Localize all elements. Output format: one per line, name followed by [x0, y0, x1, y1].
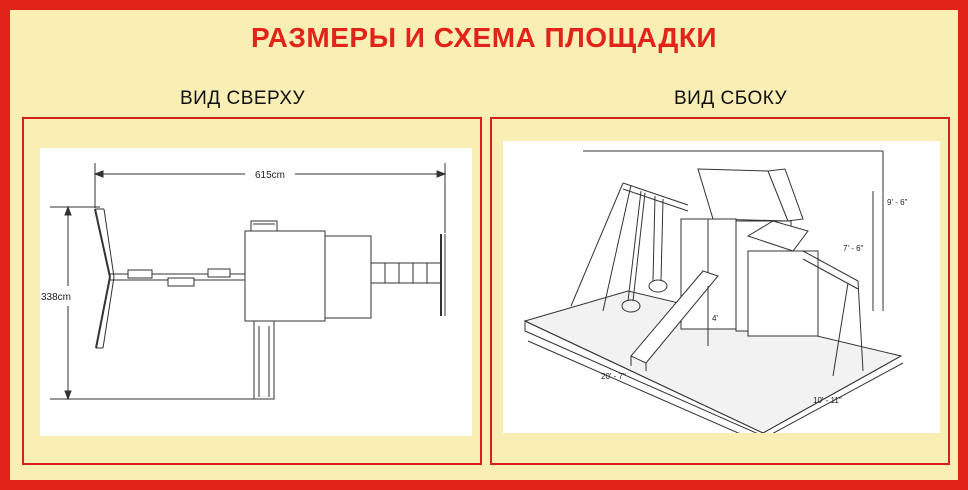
side-view-width-dim: 10' - 11": [813, 396, 842, 405]
top-view-panel: 615cm 338cm: [22, 117, 482, 465]
page-title: РАЗМЕРЫ И СХЕМА ПЛОЩАДКИ: [250, 22, 718, 53]
side-view-drawing-area: 9' - 6" 7' - 6" 4' 20' - 7" 10' - 11": [503, 141, 940, 433]
top-view-label: ВИД СВЕРХУ: [180, 88, 306, 109]
top-view-height-dim: 338cm: [41, 292, 71, 303]
side-view-deck-level-dim: 4': [712, 314, 718, 323]
top-view-width-dim: 615cm: [255, 170, 285, 181]
side-view-panel: 9' - 6" 7' - 6" 4' 20' - 7" 10' - 11": [490, 117, 950, 465]
side-view-label: ВИД СБОКУ: [674, 88, 788, 109]
side-view-height-total-dim: 9' - 6": [887, 198, 908, 207]
top-view-drawing-area: 615cm 338cm: [40, 148, 472, 436]
side-view-diagram: 9' - 6" 7' - 6" 4' 20' - 7" 10' - 11": [523, 150, 908, 433]
top-view-diagram: 615cm 338cm: [41, 163, 447, 401]
side-view-length-dim: 20' - 7": [601, 372, 626, 381]
side-view-height-deck-dim: 7' - 6": [843, 244, 864, 253]
